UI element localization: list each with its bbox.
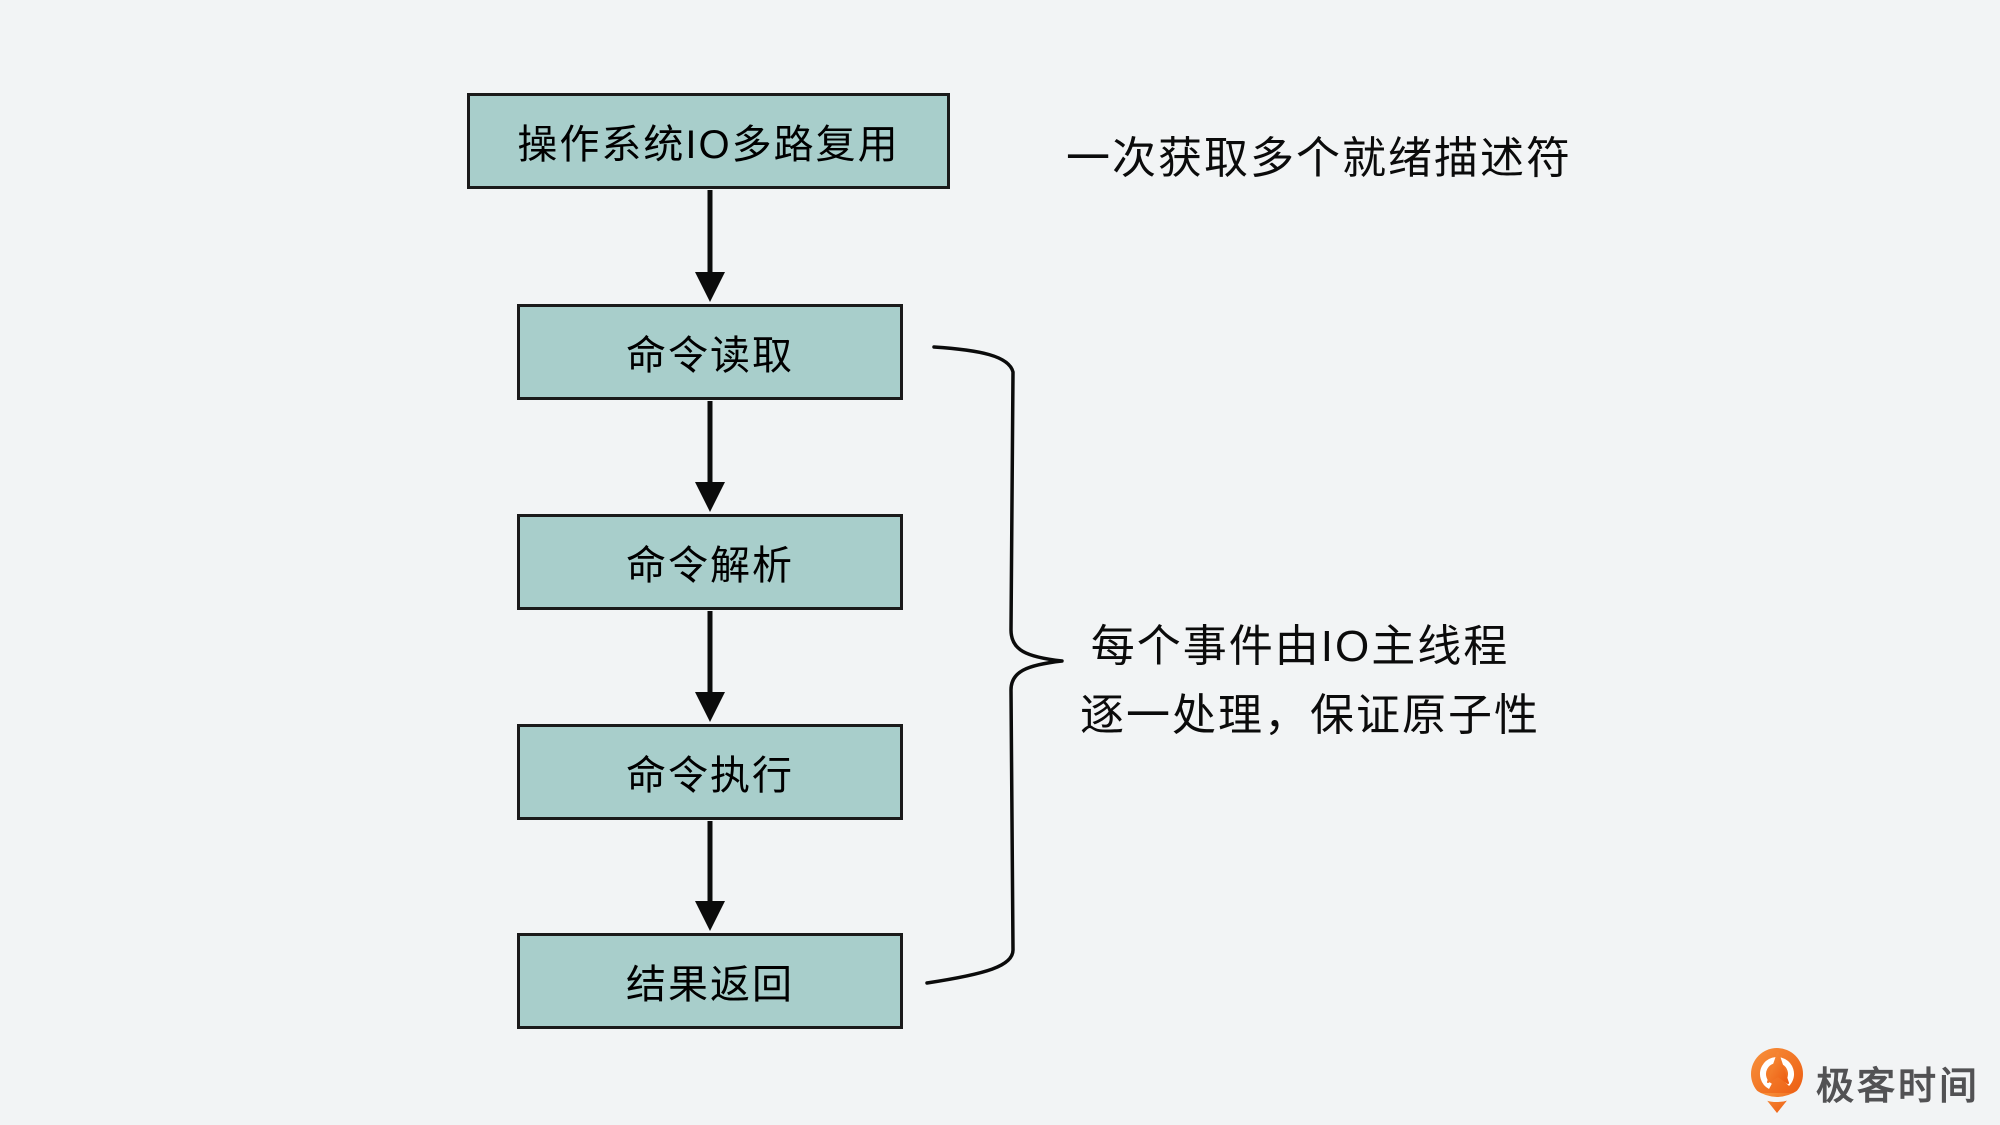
flow-node-result-return: 结果返回 [517, 933, 903, 1029]
annotation-brace-line2: 逐一处理，保证原子性 [1080, 691, 1540, 740]
curly-brace [925, 345, 1064, 985]
flow-node-label: 命令读取 [626, 334, 794, 378]
flow-node-command-read: 命令读取 [517, 304, 903, 400]
brand-logo-text: 极客时间 [1815, 1065, 1980, 1108]
arrow-down-2 [695, 401, 725, 512]
annotation-multiplexing-note: 一次获取多个就绪描述符 [1066, 134, 1572, 183]
flow-node-os-io-multiplexing: 操作系统IO多路复用 [467, 93, 950, 189]
brand-logo: 极客时间 [1748, 1047, 1980, 1117]
flow-node-label: 命令解析 [626, 544, 794, 588]
annotation-brace-note: 每个事件由IO主线程 逐一处理，保证原子性 [1080, 612, 1540, 750]
annotation-brace-line1: 每个事件由IO主线程 [1090, 622, 1510, 671]
arrow-down-3 [695, 611, 725, 722]
flow-node-command-parse: 命令解析 [517, 514, 903, 610]
flow-node-label: 结果返回 [626, 963, 794, 1007]
flow-node-label: 命令执行 [626, 754, 794, 798]
flow-node-command-execute: 命令执行 [517, 724, 903, 820]
arrow-down-4 [695, 821, 725, 931]
flow-node-label: 操作系统IO多路复用 [517, 123, 900, 167]
arrow-down-1 [695, 190, 725, 302]
geektime-logo-icon [1750, 1048, 1803, 1113]
